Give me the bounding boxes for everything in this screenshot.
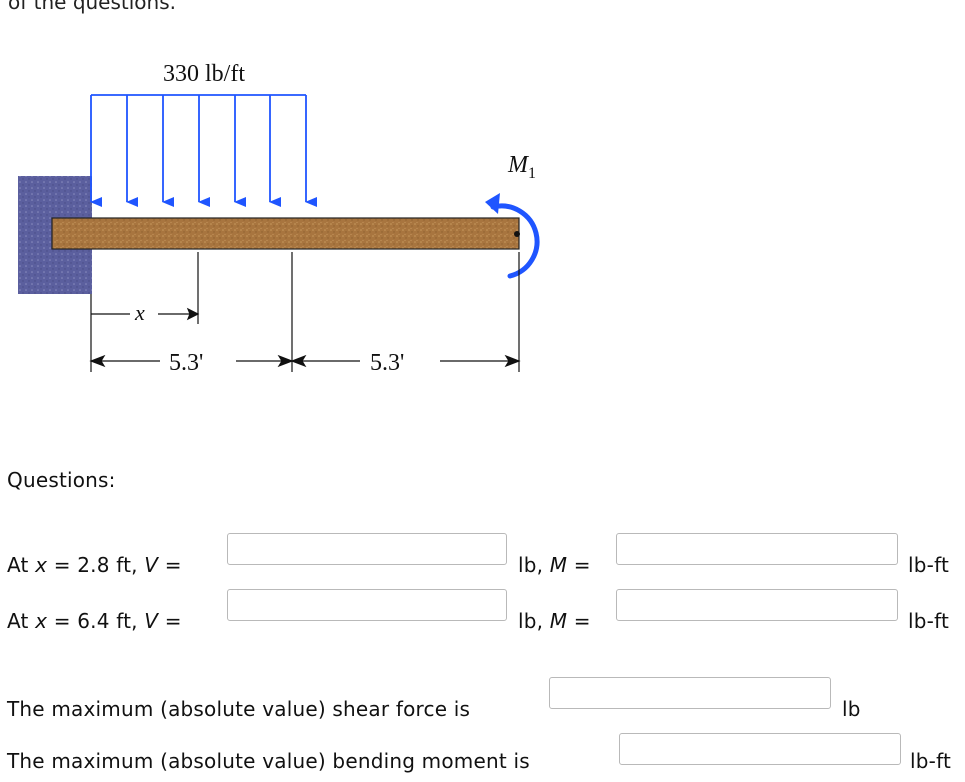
row-2-mid-label: lb, M = bbox=[518, 609, 591, 633]
moment-label: M1 bbox=[507, 152, 536, 182]
row-1-label: At x = 2.8 ft, V = bbox=[7, 553, 182, 577]
row-2-x-var: x bbox=[35, 609, 48, 633]
beam-diagram: 330 lb/ft M1 x 5.3' 5.3' bbox=[18, 61, 540, 376]
row-1-shear-input[interactable] bbox=[227, 533, 507, 565]
row-2-lb-unit: lb, bbox=[518, 609, 550, 633]
beam-end-point bbox=[514, 231, 520, 237]
cantilever-beam bbox=[51, 217, 520, 250]
max-shear-input[interactable] bbox=[549, 677, 831, 709]
row-1-moment-input[interactable] bbox=[616, 533, 898, 565]
row-2-x-eq: = 6.4 ft, bbox=[47, 609, 145, 633]
row-1-mid-label: lb, M = bbox=[518, 553, 591, 577]
x-dimension-label: x bbox=[134, 300, 145, 325]
row-2-prefix: At bbox=[7, 609, 36, 633]
row-1-m-var: M bbox=[549, 553, 568, 577]
row-1-x-eq: = 2.8 ft, bbox=[47, 553, 145, 577]
moment-label-main: M bbox=[507, 152, 530, 178]
row-2-label: At x = 6.4 ft, V = bbox=[7, 609, 182, 633]
row-2-m-var: M bbox=[549, 609, 568, 633]
moment-label-subscript: 1 bbox=[528, 165, 536, 182]
row-1-lbft-unit: lb-ft bbox=[908, 553, 949, 577]
row-1-v-eq: = bbox=[158, 553, 182, 577]
row-1-m-eq: = bbox=[567, 553, 591, 577]
cut-off-instruction-text: of the questions. bbox=[8, 0, 176, 14]
load-label: 330 lb/ft bbox=[163, 61, 245, 87]
max-shear-unit: lb bbox=[842, 697, 861, 721]
row-2-v-eq: = bbox=[158, 609, 182, 633]
max-moment-label: The maximum (absolute value) bending mom… bbox=[7, 749, 530, 773]
row-1-x-var: x bbox=[35, 553, 48, 577]
row-1-lb-unit: lb, bbox=[518, 553, 550, 577]
distributed-load bbox=[90, 94, 317, 207]
row-2-moment-input[interactable] bbox=[616, 589, 898, 621]
questions-heading: Questions: bbox=[7, 468, 116, 492]
row-2-v-var: V bbox=[144, 609, 159, 633]
right-span-label: 5.3' bbox=[370, 350, 404, 376]
applied-moment-arrow bbox=[485, 193, 540, 279]
row-2-m-eq: = bbox=[567, 609, 591, 633]
max-shear-label: The maximum (absolute value) shear force… bbox=[7, 697, 471, 721]
max-moment-input[interactable] bbox=[619, 733, 901, 765]
row-2-shear-input[interactable] bbox=[227, 589, 507, 621]
dimension-lines bbox=[89, 252, 521, 372]
row-2-lbft-unit: lb-ft bbox=[908, 609, 949, 633]
max-moment-unit: lb-ft bbox=[910, 749, 951, 773]
left-span-label: 5.3' bbox=[169, 350, 203, 376]
row-1-v-var: V bbox=[144, 553, 159, 577]
row-1-prefix: At bbox=[7, 553, 36, 577]
